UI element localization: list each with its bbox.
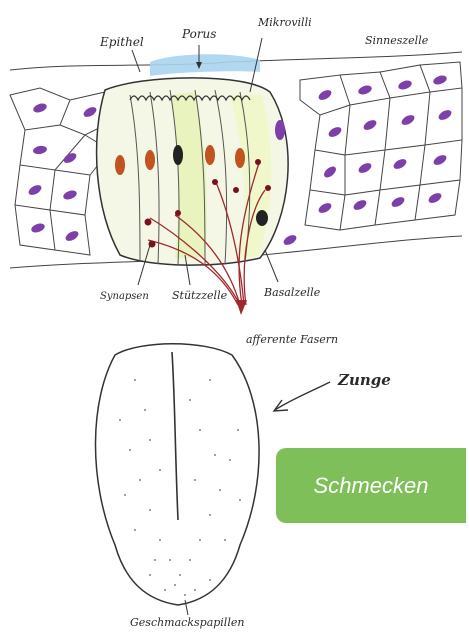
label-epithel: Epithel xyxy=(99,35,144,49)
porus xyxy=(150,54,260,76)
tongue xyxy=(95,344,259,605)
epithel-pointer xyxy=(132,50,140,72)
label-basalzelle: Basalzelle xyxy=(263,286,321,299)
label-synapsen: Synapsen xyxy=(100,291,149,302)
basalzelle-pointer xyxy=(265,250,278,282)
fiber-arrowhead xyxy=(236,300,247,315)
label-zunge: Zunge xyxy=(337,371,391,389)
label-porus: Porus xyxy=(181,27,216,41)
label-geschmackspapillen: Geschmackspapillen xyxy=(130,616,244,629)
label-sinneszelle: Sinneszelle xyxy=(365,34,429,47)
topic-badge: Schmecken xyxy=(276,448,466,523)
label-stuetzzelle: Stützzelle xyxy=(172,289,228,302)
zunge-arrow xyxy=(274,382,330,411)
label-mikrovilli: Mikrovilli xyxy=(257,16,312,29)
label-afferente-fasern: afferente Fasern xyxy=(246,333,338,346)
taste-bud xyxy=(97,78,289,265)
